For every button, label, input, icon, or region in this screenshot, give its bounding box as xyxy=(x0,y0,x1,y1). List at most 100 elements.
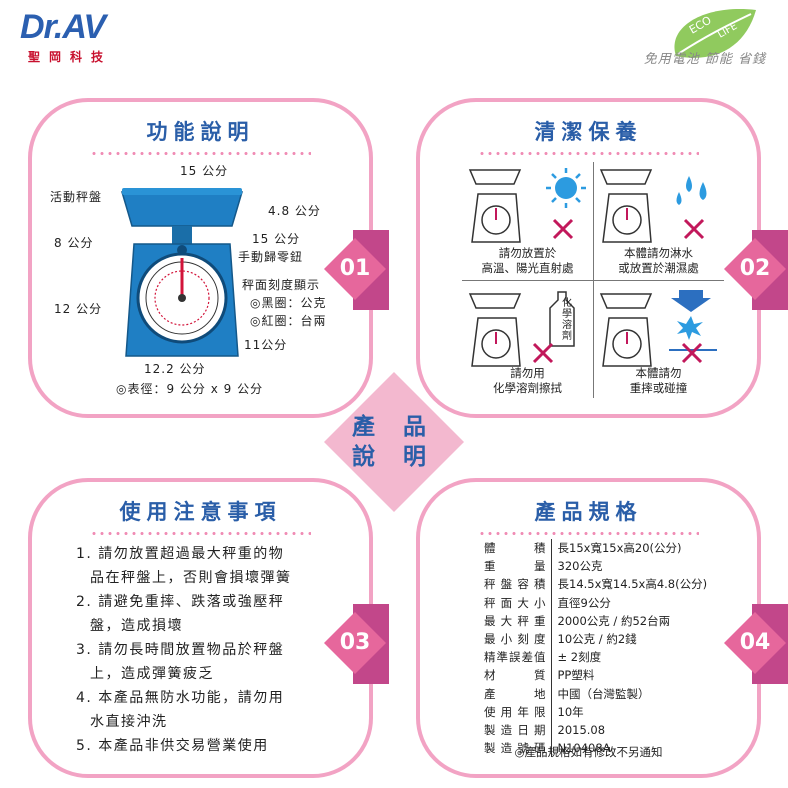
eco-slogan: 免用電池 節能 省錢 xyxy=(643,52,766,67)
kitchen-scale-illustration xyxy=(120,188,244,357)
spec-value: 中國（台灣監製） xyxy=(557,686,650,701)
cleaning-panel: 清潔保養 請勿放置於 高溫、陽光直射處 xyxy=(416,98,761,418)
specs-table: 體積長15x寬15x高20(公分) 重量 320公克 秤盤容積長14.5x寬14.… xyxy=(480,539,711,758)
spec-value: 2000公克 / 約52台兩 xyxy=(557,613,671,628)
spec-key: 秤面大小 xyxy=(480,593,552,612)
cleaning-caption-1-line1: 請勿放置於 xyxy=(498,246,557,260)
brand-logo: Dr.AV 聖岡科技 xyxy=(20,8,170,64)
sun-heat-icon xyxy=(468,168,586,243)
spec-key: 產地 xyxy=(480,684,552,703)
label-black-ring: ◎黑圈：公克 xyxy=(250,296,327,310)
spec-key: 最大秤重 xyxy=(480,611,552,630)
spec-value: N10408A xyxy=(557,741,611,756)
brand-subtitle: 聖岡科技 xyxy=(28,50,113,64)
spec-key: 重量 xyxy=(480,557,552,576)
spec-value: 直徑9公分 xyxy=(557,595,611,610)
spec-value: 長14.5x寬14.5x高4.8(公分) xyxy=(557,577,708,592)
cleaning-caption-1-line2: 高溫、陽光直射處 xyxy=(481,261,574,275)
cleaning-caption-3: 請勿用 化學溶劑擦拭 xyxy=(462,366,593,396)
center-title: 產 品 說 明 xyxy=(324,412,464,472)
note-line: 2. 請避免重摔、跌落或強壓秤 xyxy=(76,594,285,610)
label-zero-knob: 手動歸零鈕 xyxy=(238,250,304,264)
cleaning-caption-4-line2: 重摔或碰撞 xyxy=(629,381,688,395)
notes-panel: 使用注意事項 1. 請勿放置超過最大秤重的物 品在秤盤上，否則會損壞彈簧 2. … xyxy=(28,478,373,778)
spec-value: 320公克 xyxy=(557,559,603,574)
spec-row: 使用年限 10年 xyxy=(480,702,711,721)
notes-title: 使用注意事項 xyxy=(119,500,282,524)
label-dial-size: ◎表徑：9 公分 x 9 公分 xyxy=(116,382,264,396)
spec-row: 最小刻度 10公克 / 約2錢 xyxy=(480,629,711,649)
spec-value: PP塑料 xyxy=(557,668,595,683)
dim-tray-height: 4.8 公分 xyxy=(268,204,321,218)
chemical-bottle-icon xyxy=(468,291,575,367)
specs-panel: 產品規格 體積長15x寬15x高20(公分) 重量 320公克 秤盤容積長14.5… xyxy=(416,478,761,778)
spec-value: 長15x寬15x高20(公分) xyxy=(557,541,682,556)
label-dial-title: 秤面刻度顯示 xyxy=(242,278,321,292)
note-line: 上，造成彈簧疲乏 xyxy=(90,666,214,682)
label-red-ring: ◎紅圈：台兩 xyxy=(250,314,327,328)
title-divider xyxy=(90,532,311,535)
cleaning-caption-3-line2: 化學溶劑擦拭 xyxy=(493,381,562,395)
cleaning-caption-1: 請勿放置於 高溫、陽光直射處 xyxy=(462,246,593,276)
title-divider xyxy=(478,152,699,155)
cleaning-caption-2: 本體請勿淋水 或放置於潮濕處 xyxy=(593,246,724,276)
function-title: 功能說明 xyxy=(146,120,255,144)
spec-row: 秤盤容積長14.5x寬14.5x高4.8(公分) xyxy=(480,575,711,594)
spec-key: 使用年限 xyxy=(480,702,552,721)
eco-banner: ECO LIFE 免用電池 節能 省錢 xyxy=(616,6,766,74)
spec-row: 產地中國（台灣監製） xyxy=(480,684,711,703)
spec-key: 製造號碼 xyxy=(480,739,552,758)
dim-base-width: 12.2 公分 xyxy=(144,362,206,376)
dim-height-8: 8 公分 xyxy=(54,236,94,250)
note-line: 盤，造成損壞 xyxy=(90,618,183,634)
cleaning-caption-2-line2: 或放置於潮濕處 xyxy=(618,261,699,275)
cleaning-caption-3-line1: 請勿用 xyxy=(510,366,545,380)
title-divider xyxy=(90,152,311,155)
note-line: 5. 本產品非供交易營業使用 xyxy=(76,738,269,754)
title-divider xyxy=(478,532,699,535)
specs-title: 產品規格 xyxy=(534,500,643,524)
spec-row: 製造號碼 N10408A xyxy=(480,739,711,758)
spec-key: 材質 xyxy=(480,666,552,685)
spec-value: 10年 xyxy=(557,704,584,719)
cleaning-caption-4-line1: 本體請勿 xyxy=(635,366,682,380)
chemical-bottle-label: 化學溶劑 xyxy=(562,298,572,342)
eco-leaf-icon: ECO LIFE xyxy=(674,9,756,58)
cleaning-caption-2-line1: 本體請勿淋水 xyxy=(624,246,693,260)
impact-icon xyxy=(599,290,717,367)
center-title-line2: 說 明 xyxy=(351,444,436,470)
dim-width-top: 15 公分 xyxy=(180,164,229,178)
spec-key: 秤盤容積 xyxy=(480,575,552,594)
spec-key: 製造日期 xyxy=(480,720,552,740)
spec-value: ± 2刻度 xyxy=(557,650,602,665)
cleaning-grid: 請勿放置於 高溫、陽光直射處 本體請勿淋水 或放置於潮濕處 化學溶 xyxy=(462,162,724,398)
spec-key: 最小刻度 xyxy=(480,629,552,649)
note-line: 3. 請勿長時間放置物品於秤盤 xyxy=(76,642,285,658)
note-line: 1. 請勿放置超過最大秤重的物 xyxy=(76,546,285,562)
note-line: 品在秤盤上，否則會損壞彈簧 xyxy=(90,570,292,586)
brand-name: Dr.AV xyxy=(20,8,106,46)
label-tray: 活動秤盤 xyxy=(50,190,103,204)
spec-row: 精準誤差值 ± 2刻度 xyxy=(480,648,711,667)
water-drops-icon xyxy=(599,169,707,243)
spec-row: 製造日期 2015.08 xyxy=(480,720,711,740)
spec-value: 2015.08 xyxy=(557,722,606,737)
spec-row: 秤面大小直徑9公分 xyxy=(480,593,711,612)
grid-divider-v xyxy=(593,162,594,398)
spec-key: 體積 xyxy=(480,539,552,558)
cleaning-title: 清潔保養 xyxy=(534,120,643,144)
note-line: 4. 本產品無防水功能，請勿用 xyxy=(76,690,285,706)
spec-key: 精準誤差值 xyxy=(480,648,552,667)
specs-footnote: ◎產品規格如有修改不另通知 xyxy=(514,745,663,759)
cleaning-caption-4: 本體請勿 重摔或碰撞 xyxy=(593,366,724,396)
function-panel: 功能說明 15 公分 活動秤盤 4.8 公分 8 公分 15 公分 手動歸零鈕 … xyxy=(28,98,373,418)
notes-list: 1. 請勿放置超過最大秤重的物 品在秤盤上，否則會損壞彈簧 2. 請避免重摔、跌… xyxy=(76,542,346,758)
spec-row: 體積長15x寬15x高20(公分) xyxy=(480,539,711,558)
center-title-line1: 產 品 xyxy=(351,414,436,440)
note-line: 水直接沖洗 xyxy=(90,714,168,730)
spec-row: 材質 PP塑料 xyxy=(480,666,711,685)
spec-row: 重量 320公克 xyxy=(480,557,711,576)
dim-depth-15: 15 公分 xyxy=(252,232,301,246)
dim-11: 11公分 xyxy=(244,338,288,352)
spec-value: 10公克 / 約2錢 xyxy=(557,632,637,647)
